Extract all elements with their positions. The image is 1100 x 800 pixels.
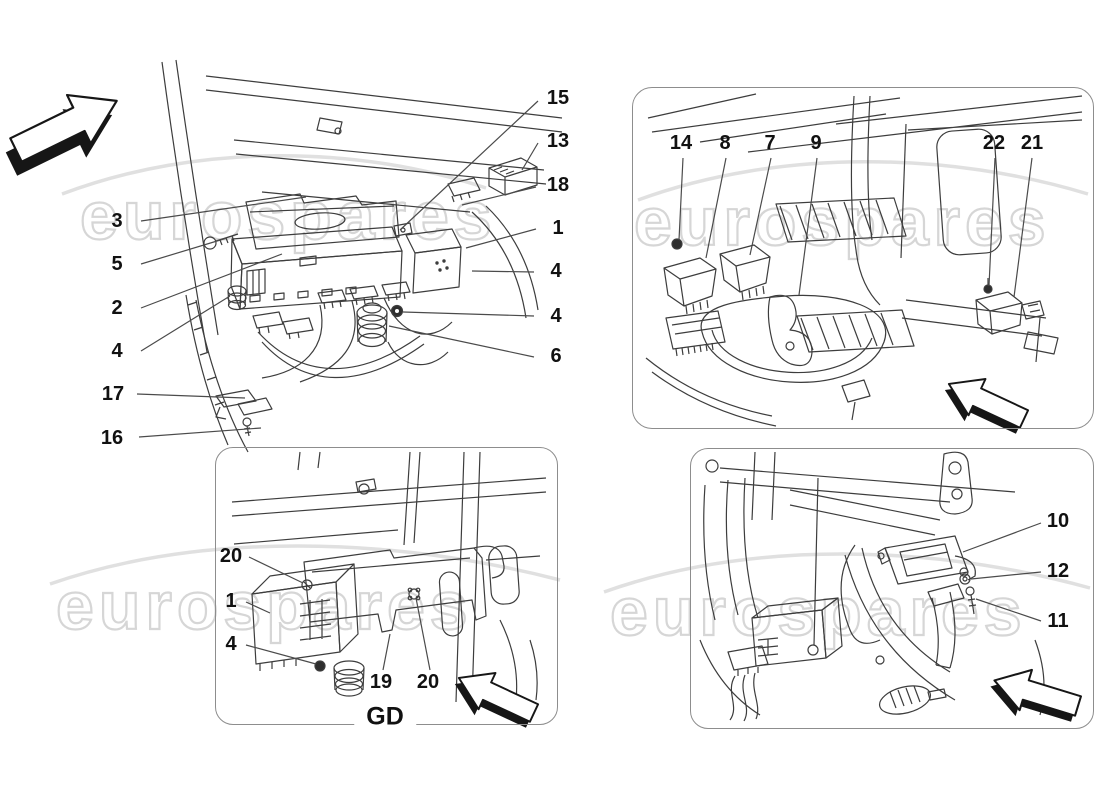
front-detail-leaders (245, 556, 431, 671)
callout-1[interactable]: 1 (552, 217, 564, 239)
arrow-up-left-icon (454, 672, 540, 728)
callout-6[interactable]: 6 (550, 345, 562, 367)
callout-1b[interactable]: 1 (225, 590, 237, 612)
luggage-compartment-panel (690, 448, 1094, 729)
callout-20a[interactable]: 20 (219, 545, 243, 567)
arrow-up-right-icon (5, 93, 118, 176)
eurospares-watermark: eurospares (633, 184, 1051, 260)
callout-14[interactable]: 14 (669, 132, 693, 154)
callout-5[interactable]: 5 (111, 253, 123, 275)
callout-12[interactable]: 12 (1046, 560, 1070, 582)
callout-8[interactable]: 8 (719, 132, 731, 154)
luggage-compartment-art (699, 451, 1045, 722)
callout-20b[interactable]: 20 (416, 671, 440, 693)
callout-10[interactable]: 10 (1046, 510, 1070, 532)
passenger-compartment-art (645, 93, 1083, 427)
front-compartment-leaders (136, 100, 539, 438)
callout-7[interactable]: 7 (764, 132, 776, 154)
callout-9[interactable]: 9 (810, 132, 822, 154)
callout-19[interactable]: 19 (369, 671, 393, 693)
callout-11[interactable]: 11 (1047, 610, 1069, 632)
passenger-compartment-leaders (678, 157, 1033, 298)
callout-4a[interactable]: 4 (550, 260, 562, 282)
passenger-compartment-panel (632, 87, 1094, 429)
callout-17[interactable]: 17 (101, 383, 125, 405)
callout-4c[interactable]: 4 (111, 340, 123, 362)
callout-4b[interactable]: 4 (550, 305, 562, 327)
callout-4d[interactable]: 4 (225, 633, 237, 655)
callout-21[interactable]: 21 (1020, 132, 1044, 154)
callout-2[interactable]: 2 (111, 297, 123, 319)
luggage-compartment-leaders (962, 522, 1042, 622)
callout-3[interactable]: 3 (111, 210, 123, 232)
front-compartment-art (161, 59, 563, 453)
eurospares-watermark: eurospares (55, 568, 473, 644)
callout-16[interactable]: 16 (100, 427, 124, 449)
eurospares-watermark: eurospares (79, 178, 497, 254)
panel-caption-gd: GD (354, 704, 416, 730)
front-compartment-detail-art (231, 451, 547, 703)
arrow-up-left-icon (944, 378, 1030, 434)
callout-15[interactable]: 15 (546, 87, 570, 109)
arrow-left-icon (990, 668, 1082, 722)
callout-18[interactable]: 18 (546, 174, 570, 196)
callout-13[interactable]: 13 (546, 130, 570, 152)
callout-22[interactable]: 22 (982, 132, 1006, 154)
